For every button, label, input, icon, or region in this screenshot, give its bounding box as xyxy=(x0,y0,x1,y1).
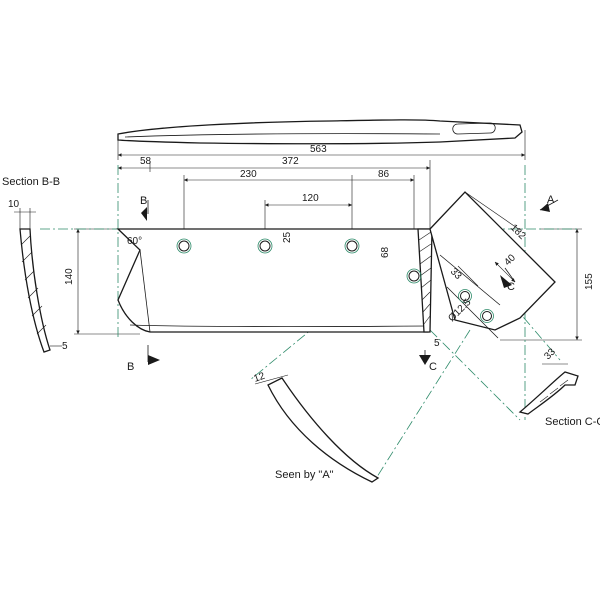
dim-thickness-bottom: 5 xyxy=(62,341,68,352)
dim-seen-thickness: 12 xyxy=(252,371,267,385)
dim-blade-height: 140 xyxy=(64,268,75,285)
bolt-hole-2 xyxy=(259,240,271,252)
dim-hole-span: 230 xyxy=(240,169,257,180)
marker-c-bottom: C xyxy=(429,361,437,373)
marker-c-tip: C xyxy=(507,281,515,293)
dim-hole-pitch: 120 xyxy=(302,193,319,204)
tip-view xyxy=(429,191,556,339)
section-cc xyxy=(518,363,579,415)
dim-overall-length: 563 xyxy=(310,144,327,155)
marker-b-bottom: B xyxy=(127,361,134,373)
dim-angle: 60° xyxy=(127,236,142,247)
dim-thickness-top: 10 xyxy=(8,199,20,210)
dim-section-width: 33 xyxy=(542,346,558,362)
marker-b-top: B xyxy=(140,195,147,207)
section-markers xyxy=(141,199,559,365)
view-labels: Section B-B Section C-C Seen by "A" B B … xyxy=(2,176,600,481)
dim-tip-thickness: 5 xyxy=(434,338,440,349)
bolt-hole-3 xyxy=(346,240,358,252)
tip-hole-1 xyxy=(460,291,470,301)
dim-hole-height: 25 xyxy=(282,231,293,243)
bolt-hole-1 xyxy=(178,240,190,252)
dim-hole-to-edge: 86 xyxy=(378,169,390,180)
dim-heel-height: 68 xyxy=(380,246,391,258)
dim-to-heel: 372 xyxy=(282,156,299,167)
dim-left-offset: 58 xyxy=(140,156,152,167)
label-section-cc: Section C-C xyxy=(545,416,600,428)
dim-tip-height: 155 xyxy=(584,273,595,290)
marker-a: A xyxy=(547,194,555,206)
seen-by-a-view xyxy=(254,374,380,483)
front-view xyxy=(116,228,433,333)
top-view xyxy=(117,119,523,145)
label-seen-by-a: Seen by "A" xyxy=(275,469,334,481)
label-section-bb: Section B-B xyxy=(2,176,60,188)
tip-hole-2 xyxy=(482,311,492,321)
section-bb xyxy=(14,208,62,353)
bolt-hole-4 xyxy=(408,270,420,282)
